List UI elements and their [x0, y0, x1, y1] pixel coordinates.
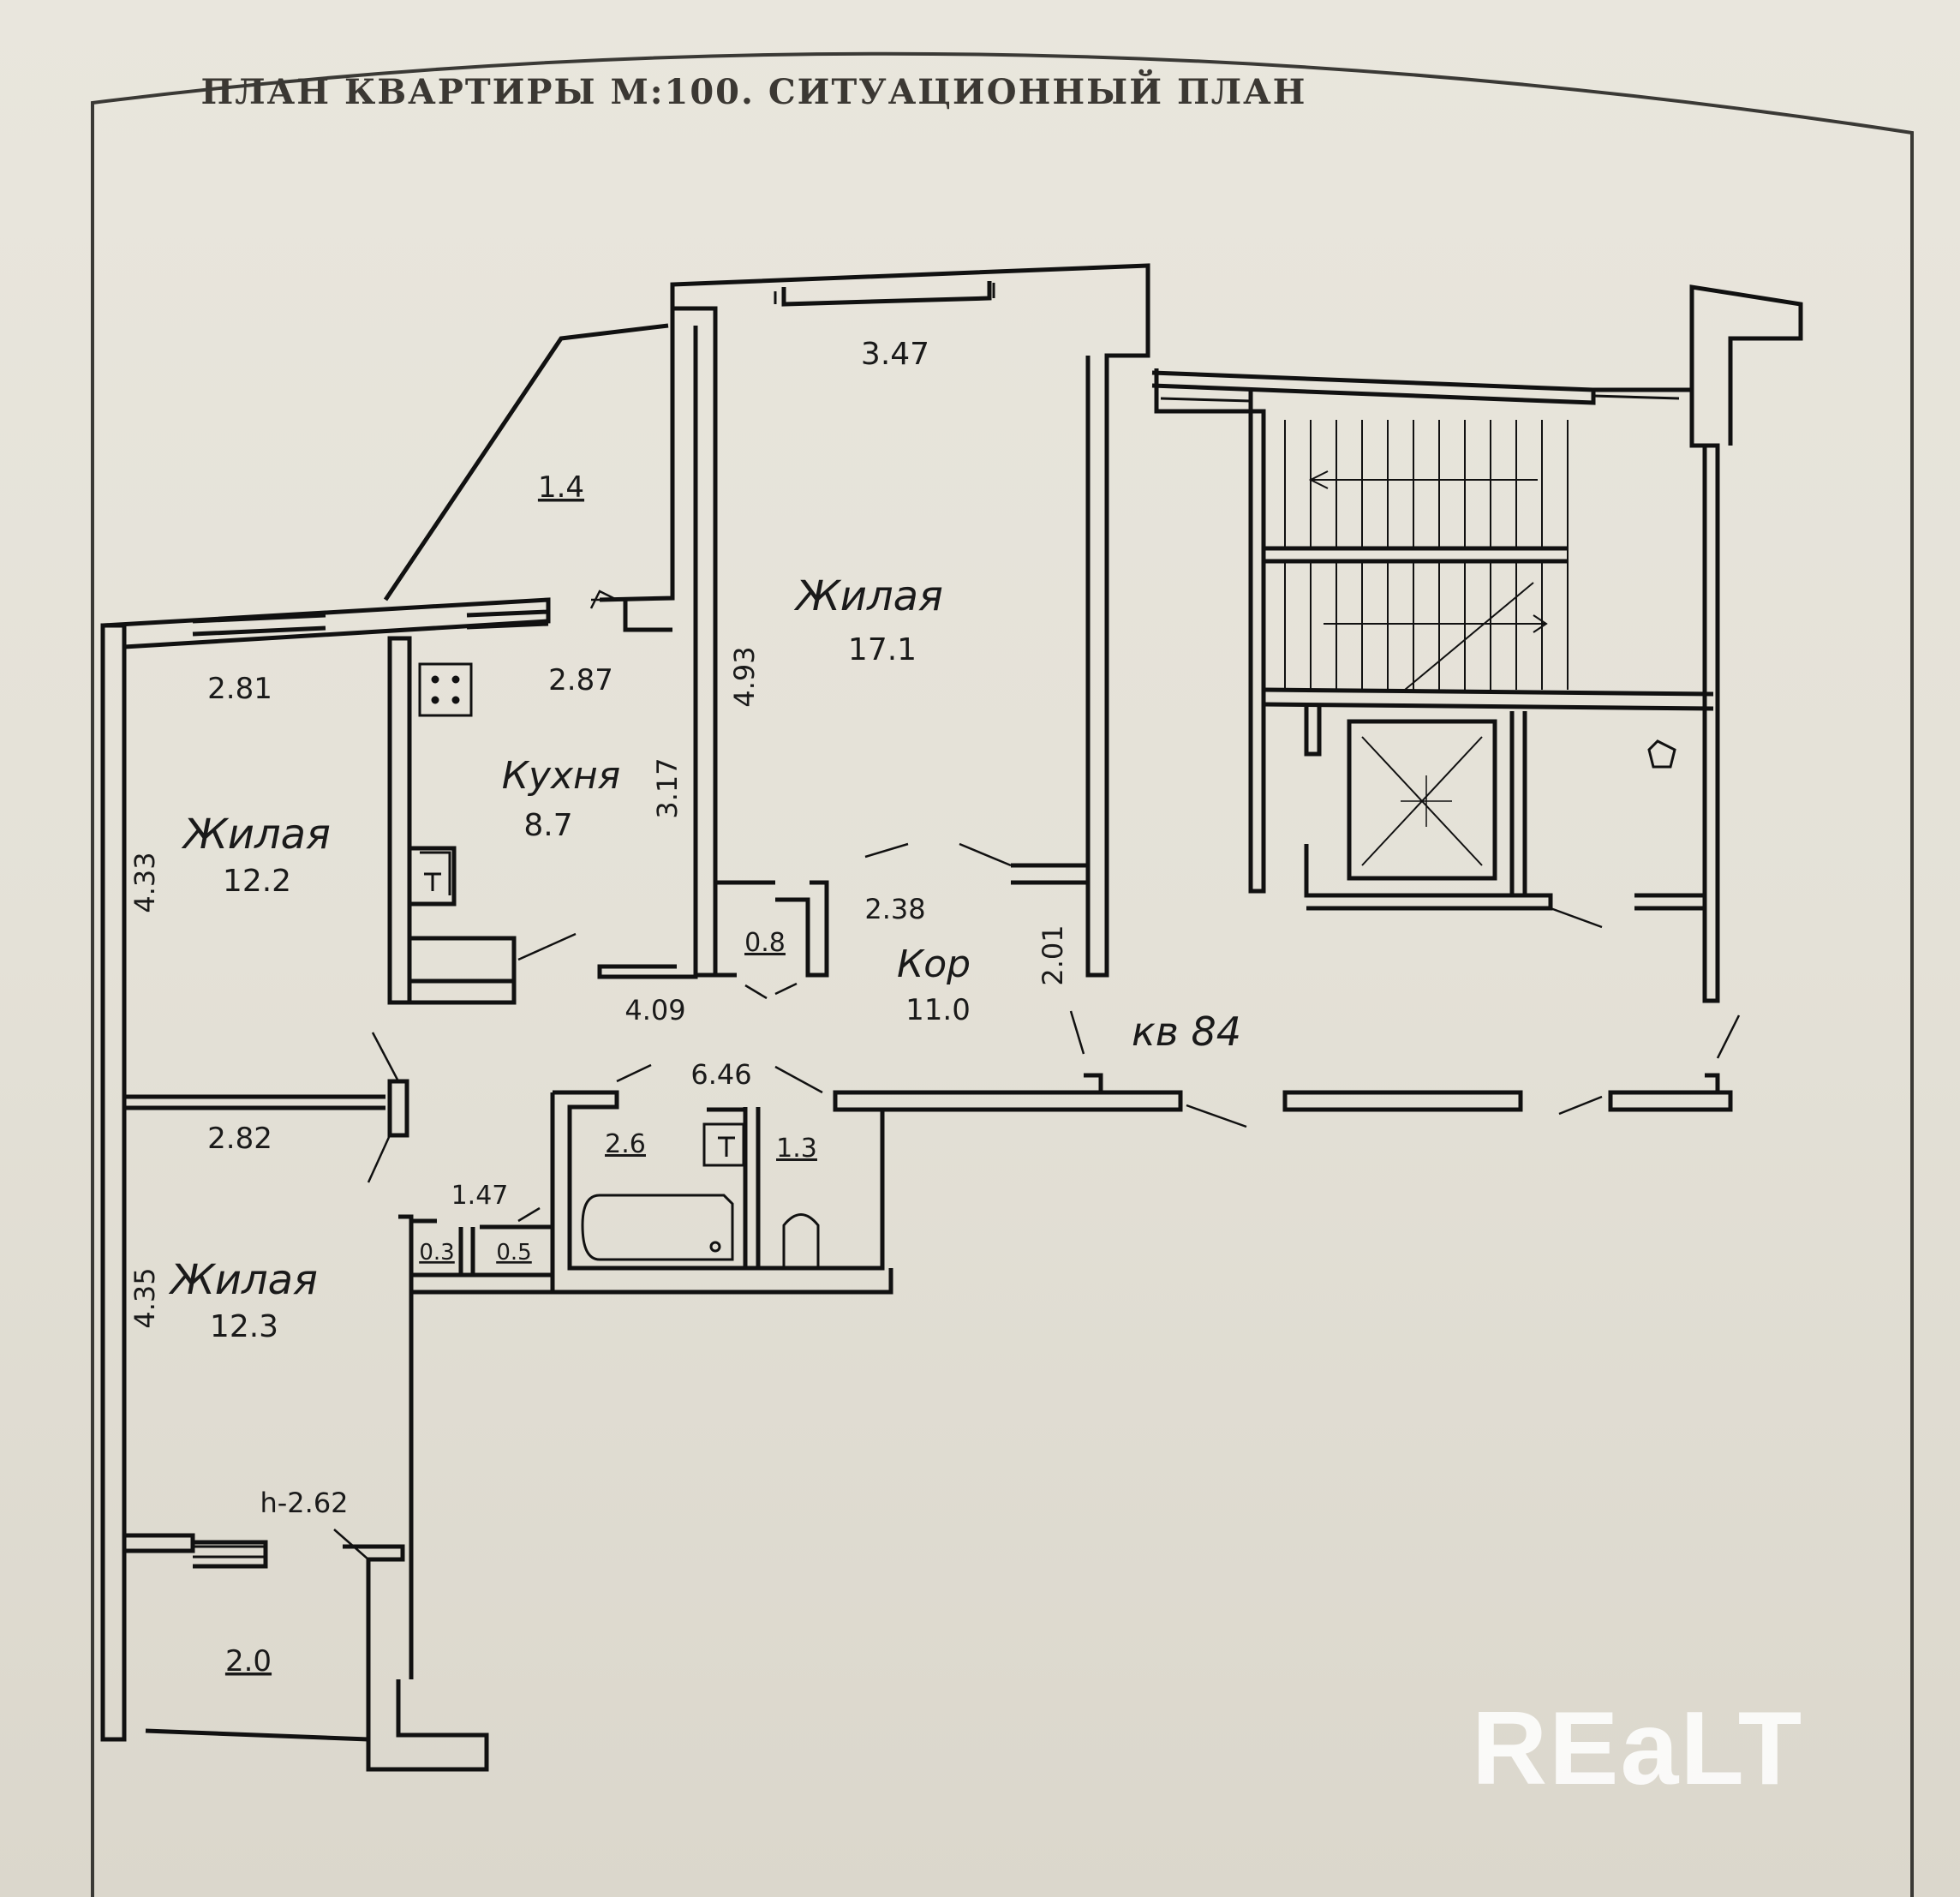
room-labels: Жилая 17.1 Жилая 12.2 Кухня 8.7 Кор 11.0… [168, 572, 1241, 1344]
room-area-3: 8.7 [523, 808, 572, 843]
dim-4-35: 4.35 [128, 1267, 161, 1328]
small-area-labels: 1.4 0.8 2.6 1.3 0.3 0.5 2.0 [225, 470, 817, 1679]
room-area-4: 11.0 [905, 993, 971, 1027]
kitchen-sink [420, 851, 451, 895]
area-closet: 0.8 [744, 928, 786, 958]
room-area-5: 12.3 [210, 1309, 278, 1344]
room-name-3: Кухня [502, 754, 621, 798]
dim-4-09: 4.09 [624, 994, 685, 1026]
page-title: ПЛАН КВАРТИРЫ М:100. СИТУАЦИОННЫЙ ПЛАН [200, 72, 1307, 112]
room-name-5: Жилая [168, 1256, 318, 1304]
lift-shaft [1361, 736, 1483, 866]
dim-2-82: 2.82 [207, 1122, 272, 1156]
bathtub [581, 1194, 734, 1261]
room-name-4: Кор [897, 943, 971, 986]
room-area-2: 12.2 [223, 864, 291, 899]
windows [193, 283, 1680, 1559]
sheet-border [91, 51, 1914, 1897]
door-swings [333, 589, 1741, 1560]
dim-2-38: 2.38 [864, 893, 925, 925]
area-bath: 2.6 [605, 1129, 646, 1159]
dim-2-81: 2.81 [207, 672, 272, 706]
dim-3-17: 3.17 [651, 757, 684, 818]
chute [1647, 739, 1676, 769]
wash-basin [702, 1122, 745, 1167]
stair-treads [1284, 420, 1569, 691]
dim-6-46: 6.46 [690, 1058, 751, 1091]
area-niche-b: 0.5 [496, 1240, 531, 1266]
realt-watermark: REaLT [1472, 1690, 1804, 1806]
area-balcony-bottom: 2.0 [225, 1644, 272, 1679]
toilet [782, 1213, 820, 1268]
dim-3-47: 3.47 [861, 337, 929, 372]
dim-2-01: 2.01 [1037, 925, 1069, 985]
area-wc: 1.3 [776, 1134, 817, 1164]
dimension-labels: 3.47 2.81 2.87 4.93 3.17 4.33 2.38 2.01 … [128, 337, 1069, 1519]
room-area-1: 17.1 [848, 632, 917, 667]
room-name-1: Жилая [793, 572, 943, 620]
dim-4-93: 4.93 [728, 646, 761, 707]
dim-height: h-2.62 [260, 1487, 348, 1519]
area-niche-a: 0.3 [419, 1240, 454, 1266]
apartment-label: кв 84 [1132, 1008, 1241, 1055]
dim-1-47: 1.47 [451, 1181, 509, 1211]
area-balcony-top: 1.4 [538, 470, 584, 505]
fixtures [418, 662, 1676, 1268]
stove [418, 662, 473, 717]
room-name-2: Жилая [181, 811, 331, 859]
dim-4-33: 4.33 [128, 852, 161, 913]
dim-2-87: 2.87 [548, 663, 613, 697]
